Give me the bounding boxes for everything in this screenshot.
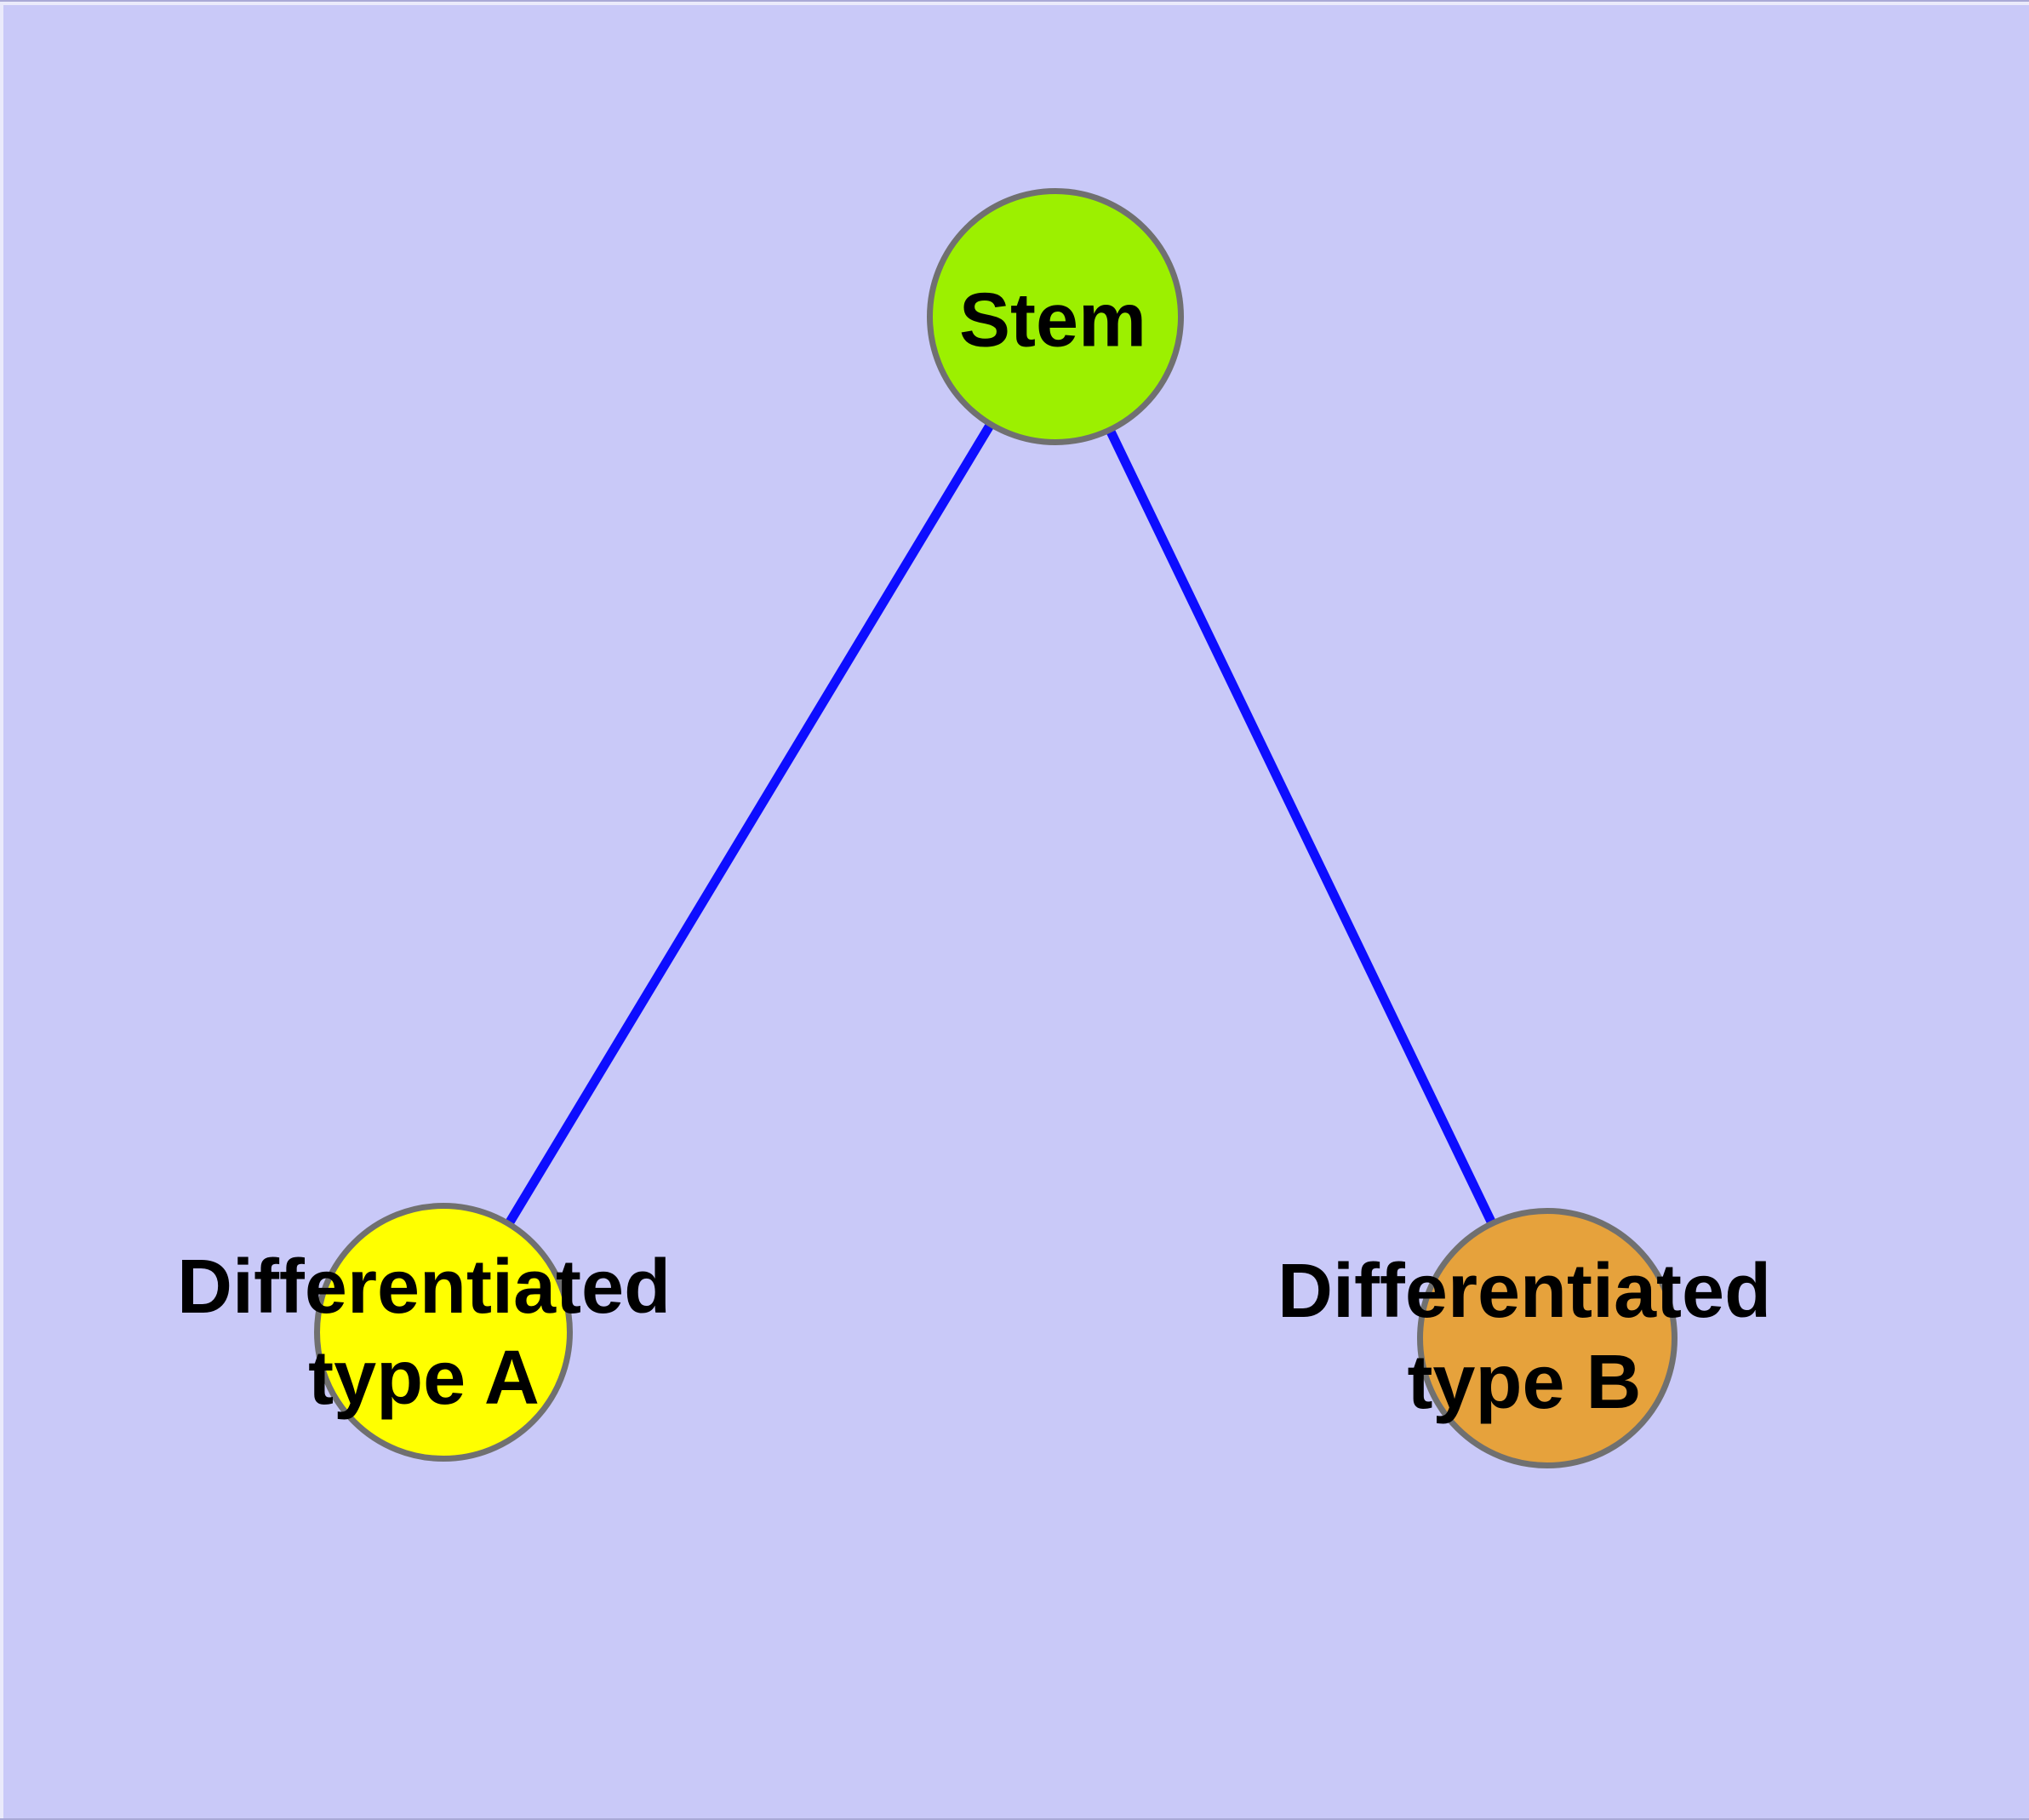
node-stem — [927, 188, 1184, 445]
node-differentiated-type-b — [1417, 1208, 1677, 1468]
node-label-line: type B — [1407, 1340, 1642, 1425]
window-bevel-top-line — [0, 0, 2029, 2]
window-bevel-bottom-line — [0, 1818, 2029, 1820]
node-label-stem: Stem — [959, 276, 1146, 367]
window-bevel-left-strip — [0, 2, 3, 1820]
node-label-differentiated-type-b: Differentiated type B — [1277, 1246, 1771, 1428]
node-label-line: Differentiated — [1277, 1249, 1772, 1334]
node-label-line: Differentiated — [176, 1245, 672, 1330]
node-differentiated-type-a — [314, 1203, 573, 1462]
edge-stem-to-type-a — [439, 314, 1060, 1335]
window-bevel-top-strip — [0, 2, 2029, 5]
node-label-line: Stem — [958, 278, 1147, 363]
node-label-line: type A — [308, 1336, 540, 1421]
node-label-differentiated-type-a: Differentiated type A — [177, 1242, 671, 1424]
edge-stem-to-type-b — [1051, 314, 1552, 1341]
